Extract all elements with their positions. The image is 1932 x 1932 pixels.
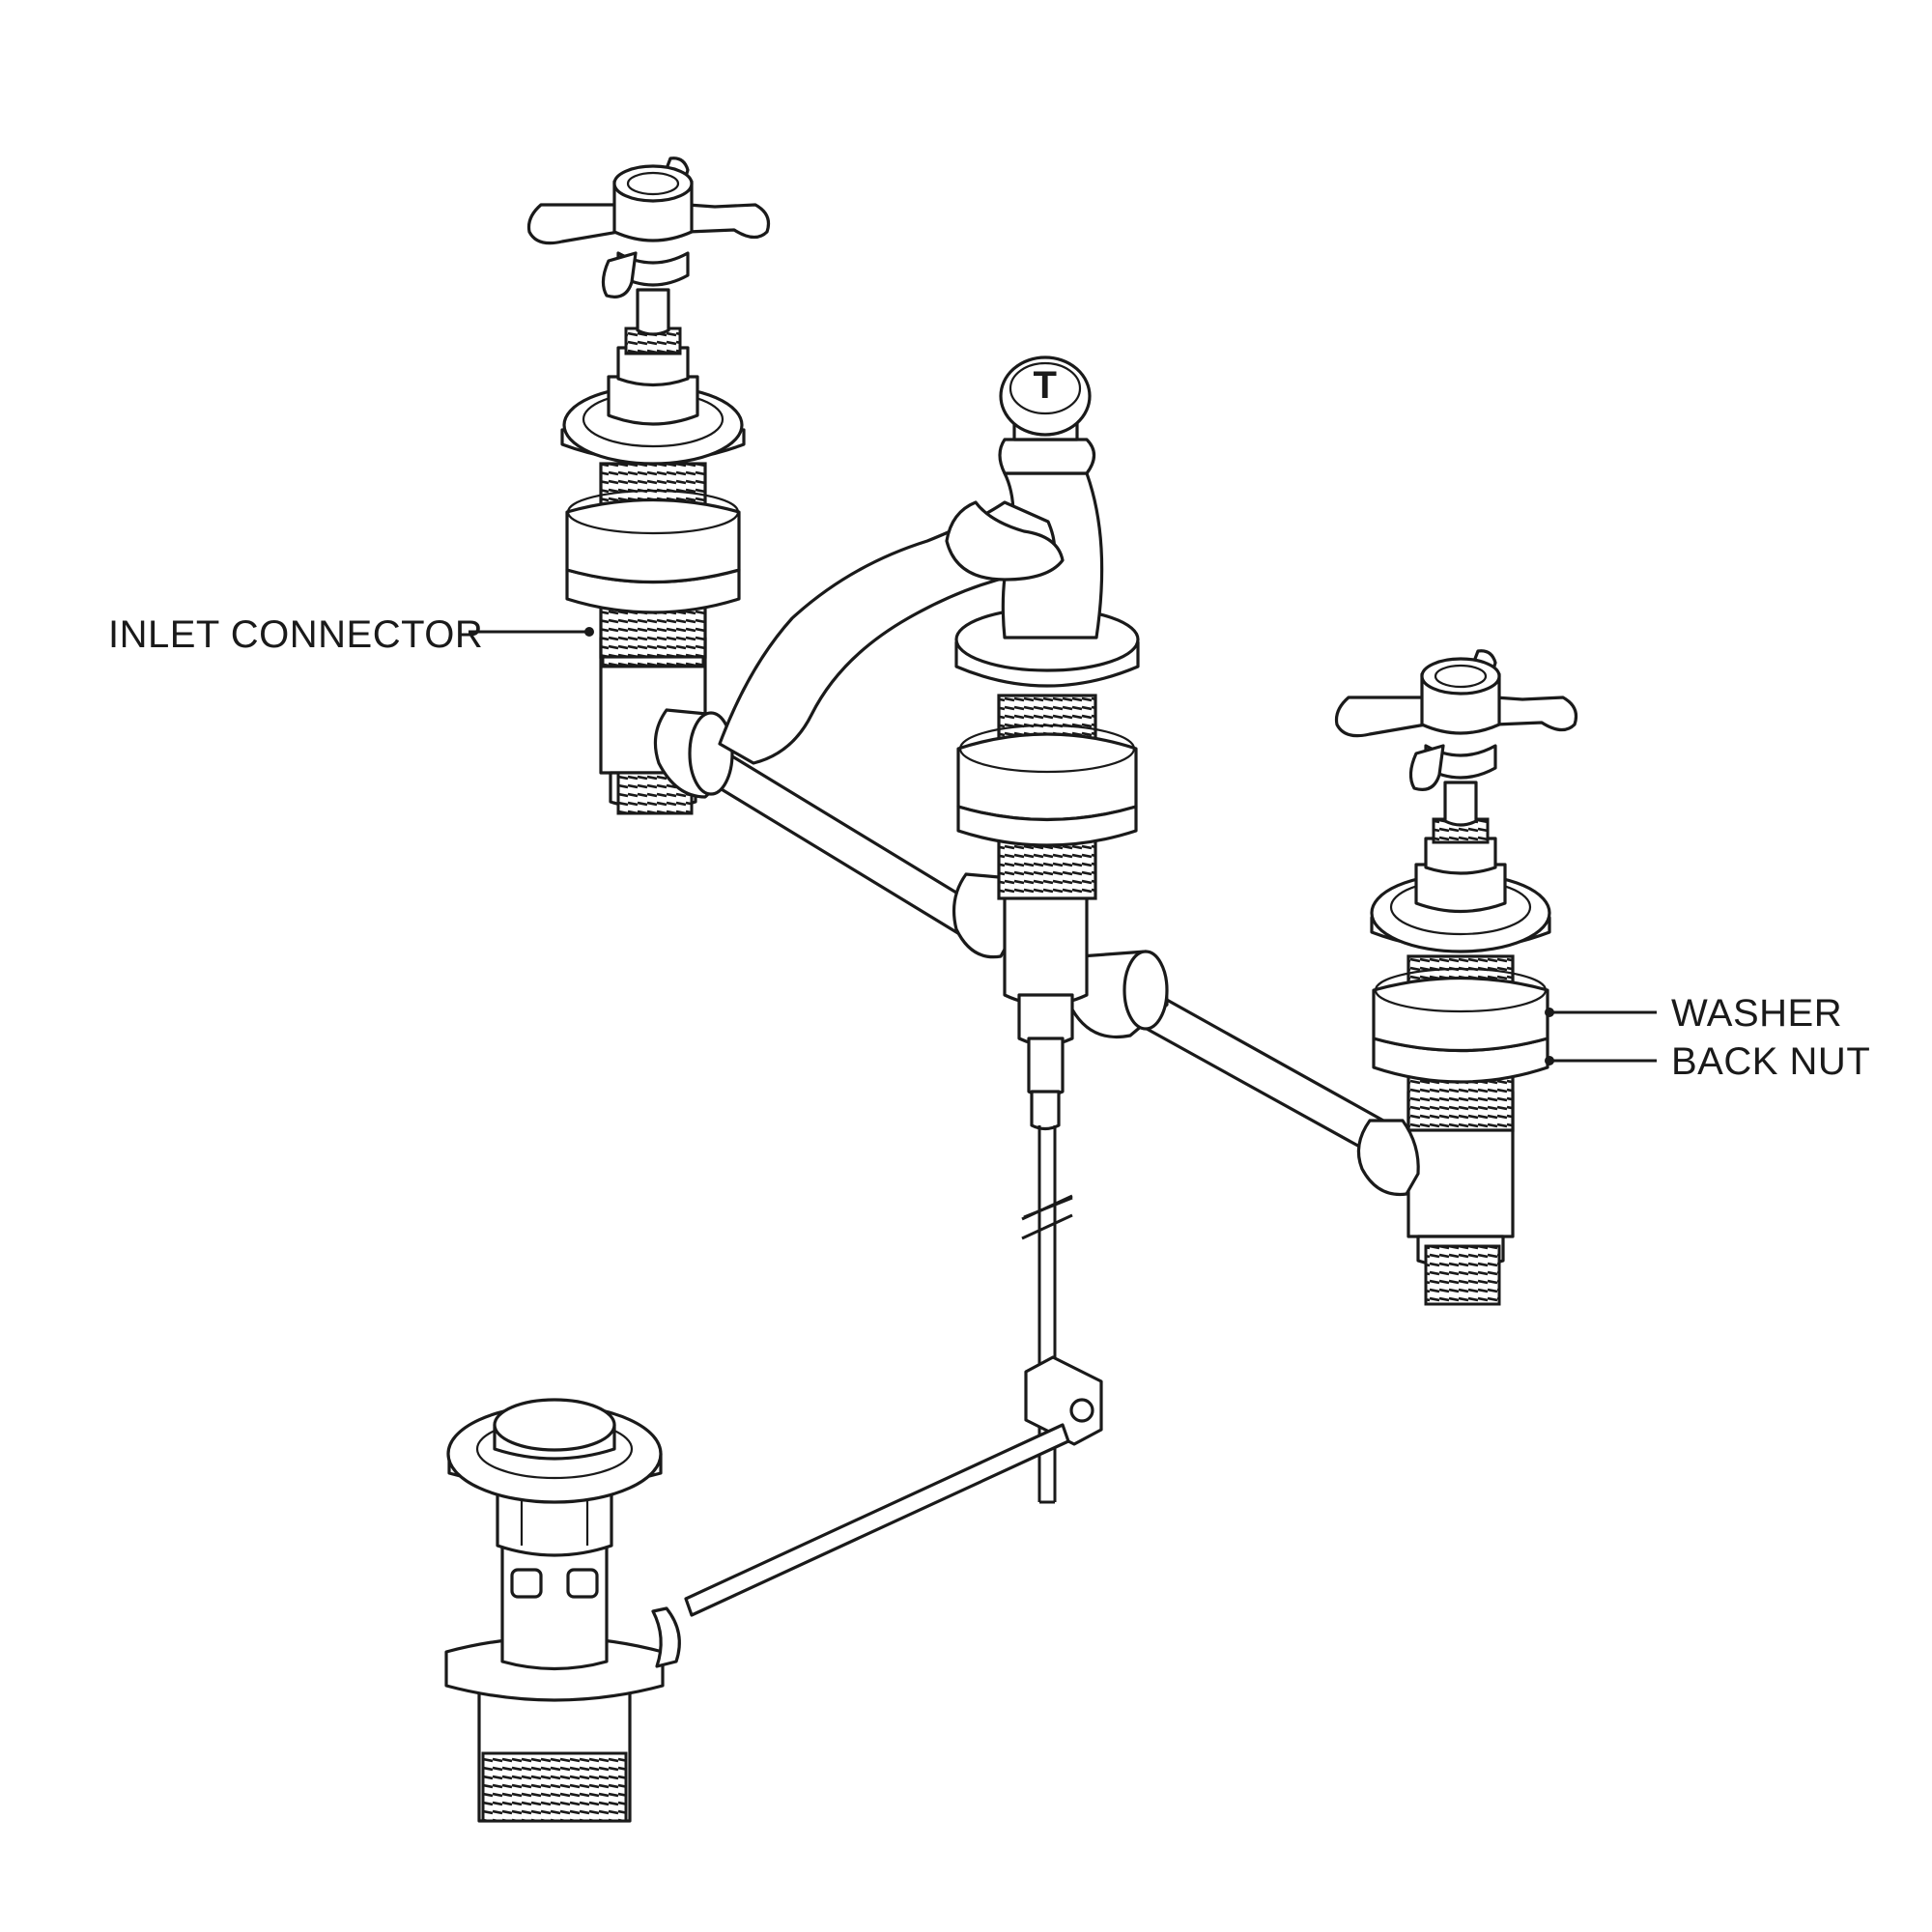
label-back-nut: BACK NUT bbox=[1671, 1040, 1870, 1083]
spout-cap-mark: T bbox=[1034, 364, 1058, 407]
left-valve bbox=[526, 156, 771, 815]
callouts: INLET CONNECTOR WASHER BACK NUT bbox=[108, 613, 1870, 1083]
centre-spout: T bbox=[718, 355, 1140, 1097]
pop-up-waste bbox=[444, 1398, 681, 1823]
connecting-pipes bbox=[653, 708, 1420, 1197]
pop-up-rod bbox=[684, 1090, 1103, 1617]
label-inlet-connector: INLET CONNECTOR bbox=[108, 613, 483, 656]
label-washer: WASHER bbox=[1671, 992, 1842, 1035]
right-valve bbox=[1334, 649, 1578, 1306]
